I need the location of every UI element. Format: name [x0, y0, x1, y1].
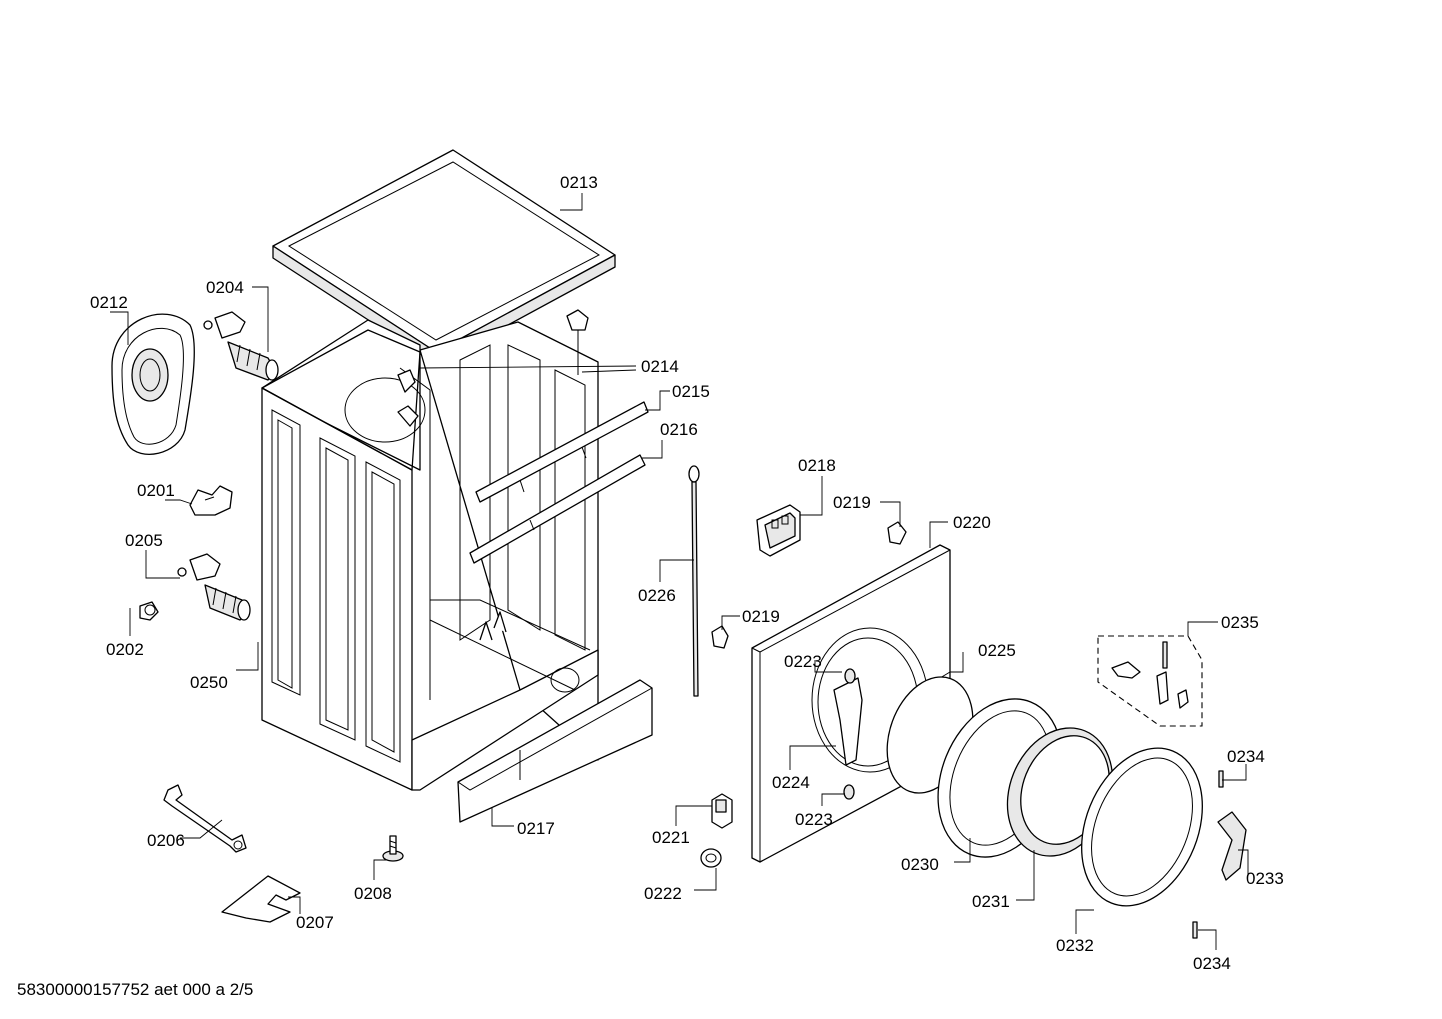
label-0234-lower: 0234 — [1193, 954, 1231, 973]
label-0204: 0204 — [206, 278, 244, 297]
label-0221: 0221 — [652, 828, 690, 847]
part-door-handle — [1217, 811, 1247, 881]
part-door-frame-outer — [1081, 747, 1203, 907]
label-0214: 0214 — [641, 357, 679, 376]
part-rear-cover — [111, 313, 195, 455]
label-0206: 0206 — [147, 831, 185, 850]
label-0219-upper: 0219 — [833, 493, 871, 512]
part-lock-kit — [1097, 635, 1203, 727]
part-cabinet — [261, 319, 599, 791]
part-rails — [469, 401, 649, 564]
label-0216: 0216 — [660, 420, 698, 439]
part-grommet — [700, 848, 722, 868]
part-latch-upper — [887, 521, 907, 545]
part-shock-absorber-lower — [177, 553, 251, 621]
part-hose — [688, 465, 700, 697]
label-0205: 0205 — [125, 531, 163, 550]
label-0233: 0233 — [1246, 869, 1284, 888]
label-0217: 0217 — [517, 819, 555, 838]
label-0223-upper: 0223 — [784, 652, 822, 671]
part-transport-plate — [221, 875, 301, 923]
label-0212: 0212 — [90, 293, 128, 312]
label-0220: 0220 — [953, 513, 991, 532]
label-0208: 0208 — [354, 884, 392, 903]
label-0231: 0231 — [972, 892, 1010, 911]
part-cap — [139, 601, 159, 621]
label-0207: 0207 — [296, 913, 334, 932]
label-0230: 0230 — [901, 855, 939, 874]
label-0218: 0218 — [798, 456, 836, 475]
label-0232: 0232 — [1056, 936, 1094, 955]
label-0202: 0202 — [106, 640, 144, 659]
part-switch — [711, 793, 733, 829]
part-control-module — [756, 504, 801, 557]
label-0222: 0222 — [644, 884, 682, 903]
part-pin-upper — [1218, 770, 1224, 788]
label-0250: 0250 — [190, 673, 228, 692]
label-0201: 0201 — [137, 481, 175, 500]
leader-lines — [110, 193, 1249, 950]
document-code: 58300000157752 aet 000 a 2/5 — [17, 980, 254, 999]
label-0213: 0213 — [560, 173, 598, 192]
part-wrench — [163, 784, 247, 853]
label-0223-lower: 0223 — [795, 810, 833, 829]
part-shock-absorber-upper — [203, 311, 279, 381]
part-bolt — [382, 835, 404, 862]
label-0225: 0225 — [978, 641, 1016, 660]
part-labels: 0213 0204 0212 0214 0215 0216 0201 0205 … — [90, 173, 1284, 973]
part-clip — [189, 485, 233, 516]
label-0234-upper: 0234 — [1227, 747, 1265, 766]
part-plinth — [457, 679, 653, 823]
label-0224: 0224 — [772, 773, 810, 792]
label-0226: 0226 — [638, 586, 676, 605]
part-latch-lower — [711, 625, 729, 649]
label-0215: 0215 — [672, 382, 710, 401]
label-0235: 0235 — [1221, 613, 1259, 632]
part-pin-lower — [1192, 921, 1198, 939]
label-0219-lower: 0219 — [742, 607, 780, 626]
part-top-brackets — [397, 309, 589, 427]
